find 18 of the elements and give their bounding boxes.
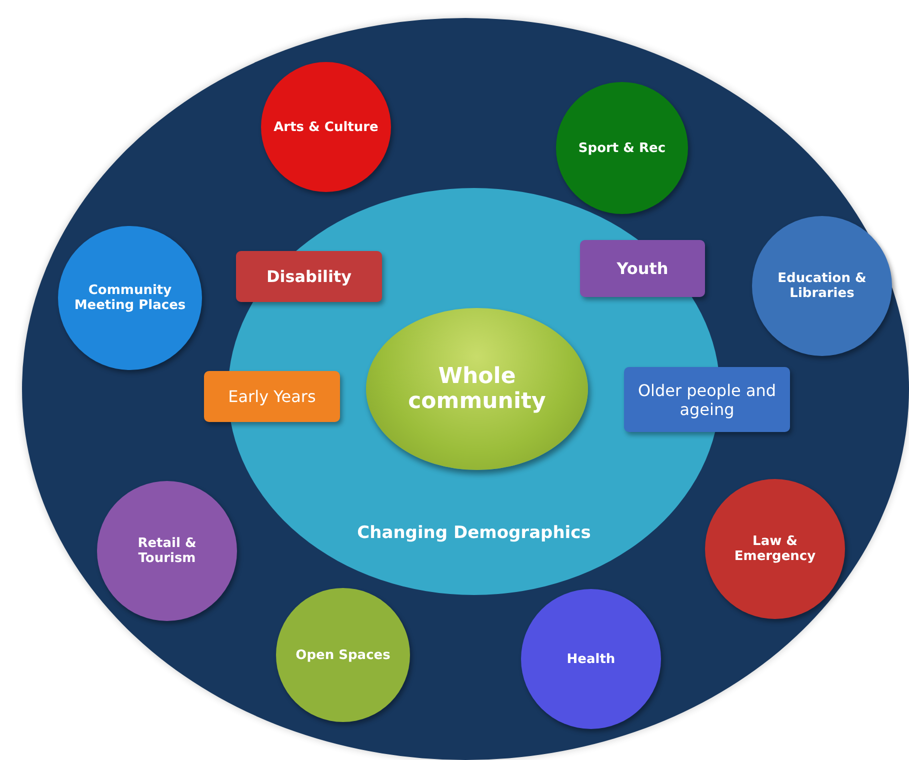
node-label: Community Meeting Places bbox=[73, 283, 187, 313]
group-box bbox=[204, 371, 340, 422]
node-label: Retail & Tourism bbox=[136, 536, 198, 566]
group-box bbox=[624, 367, 790, 432]
node-label: Open Spaces bbox=[296, 648, 390, 662]
node-label: Arts & Culture bbox=[274, 120, 378, 134]
group-box bbox=[236, 251, 382, 302]
node-label: Education & Libraries bbox=[776, 271, 868, 301]
node-label: Health bbox=[566, 652, 616, 666]
node-label: Disability bbox=[266, 267, 352, 286]
node-label: Youth bbox=[616, 259, 668, 278]
node-label: Older people and ageing bbox=[636, 380, 778, 418]
node-label: Whole community bbox=[407, 364, 547, 414]
group-box bbox=[580, 240, 705, 297]
node-label: Law & Emergency bbox=[733, 534, 817, 564]
node-label: Early Years bbox=[228, 387, 316, 406]
node-label: Changing Demographics bbox=[357, 523, 591, 543]
node-label: Sport & Rec bbox=[578, 140, 666, 156]
